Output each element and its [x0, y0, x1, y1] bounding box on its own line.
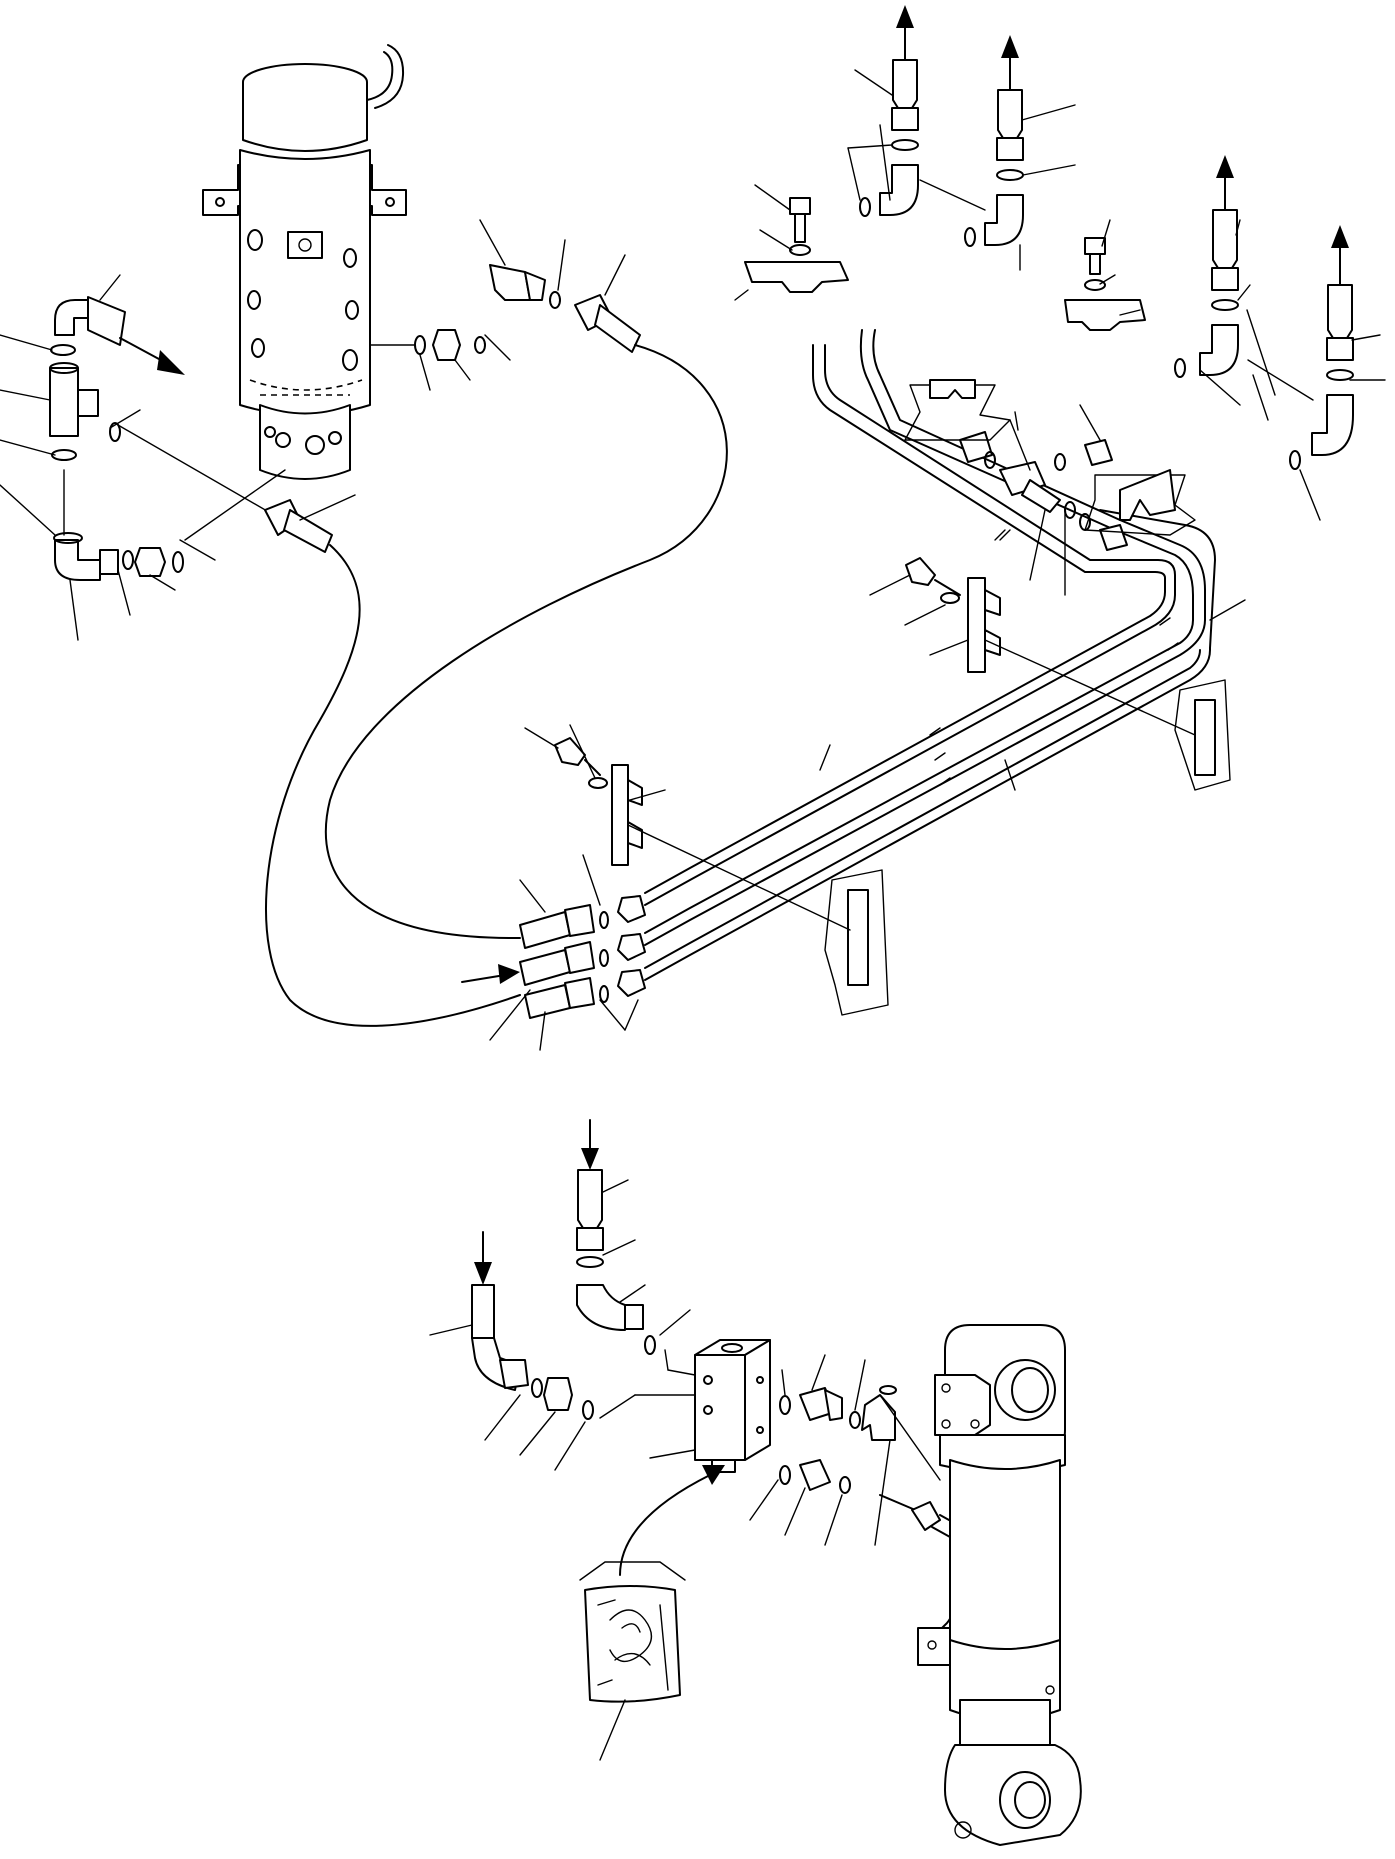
- hose-assembly: [264, 344, 728, 1027]
- top-center-fittings: [369, 219, 641, 391]
- top-right-fittings: [734, 5, 1386, 621]
- lower-cylinder-assembly: [429, 1119, 1082, 1846]
- swivel-joint: [202, 44, 407, 480]
- pipe-clamp-groups: [524, 557, 1231, 1016]
- left-fitting-stack: [0, 274, 301, 641]
- pipe-end-connectors: [461, 854, 646, 1051]
